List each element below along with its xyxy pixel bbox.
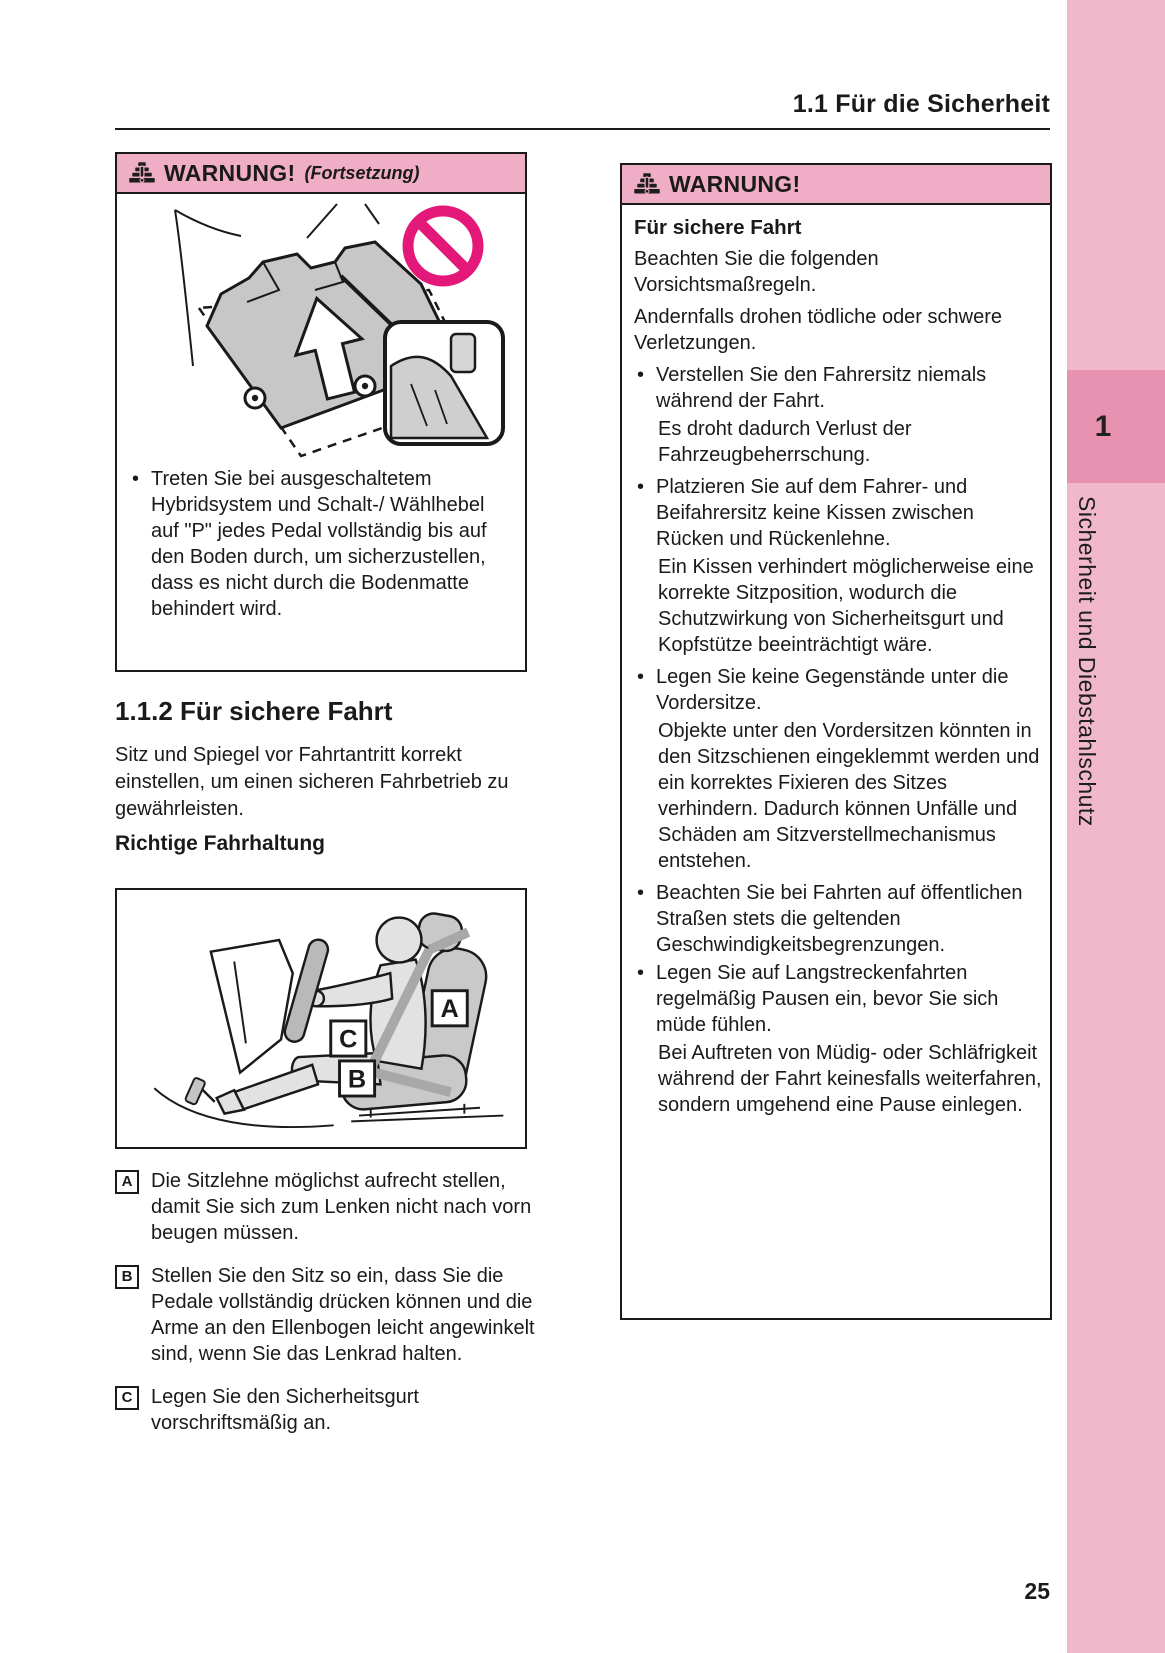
driving-posture-figure: A C B (115, 888, 527, 1149)
bullet-marker: • (132, 468, 140, 490)
figure-label-a: A (441, 995, 459, 1023)
warning-title: WARNUNG! (669, 170, 801, 197)
bullet-text: Legen Sie auf Langstreckenfahrten regelm… (656, 962, 999, 1036)
posture-item: C Legen Sie den Sicherheitsgurt vorschrif… (115, 1384, 543, 1436)
warning-subheading: Für sichere Fahrt (634, 216, 802, 239)
posture-item-text: Legen Sie den Sicherheitsgurt vorschrift… (151, 1386, 419, 1434)
chapter-title-vertical: Sicherheit und Diebstahlschutz (1074, 496, 1100, 827)
bullet-text: Platzieren Sie auf dem Fahrer- und Beifa… (656, 476, 974, 550)
driving-posture-illustration: A C B (153, 912, 504, 1129)
warning-header: WARNUNG! (Fortsetzung) (117, 154, 525, 194)
page-header-title: 1.1 Für die Sicherheit (792, 90, 1050, 118)
warning-paragraph: Andernfalls drohen tödliche oder schwere… (634, 306, 1002, 354)
figure-label-c: C (339, 1025, 357, 1053)
bullet-text: Beachten Sie bei Fahrten auf öffentliche… (656, 882, 1023, 956)
warning-sub-paragraph: Bei Auftreten von Müdig- oder Schläfrigk… (658, 1042, 1042, 1116)
section-subheading: Richtige Fahrhaltung (115, 832, 325, 855)
chapter-sidebar-band (1067, 0, 1165, 1653)
posture-item-marker: C (115, 1386, 139, 1410)
prohibition-icon (402, 205, 484, 287)
bullet-text: Treten Sie bei ausgeschaltetem Hybridsys… (151, 468, 487, 620)
warning-triangle-icon (634, 172, 660, 194)
floor-mat-illustration (174, 203, 505, 458)
warning-title: WARNUNG! (164, 159, 296, 186)
posture-item-marker: A (115, 1170, 139, 1194)
warning-bullet-item: • Treten Sie bei ausgeschaltetem Hybrids… (129, 466, 515, 622)
bullet-text: Legen Sie keine Gegenstände unter die Vo… (656, 666, 1009, 714)
posture-list: A Die Sitzlehne möglichst aufrecht stelle… (115, 1168, 543, 1436)
chapter-number-tab: 1 (1067, 370, 1165, 483)
warning-sub-paragraph: Ein Kissen verhindert möglicherweise ein… (658, 556, 1034, 656)
warning-sub-paragraph: Objekte unter den Vordersitzen könnten i… (658, 720, 1040, 872)
warning-bullet-item: • Legen Sie auf Langstreckenfahrten regel… (634, 960, 1042, 1038)
bullet-text: Verstellen Sie den Fahrersitz niemals wä… (656, 364, 987, 412)
warning-bullet-item: • Verstellen Sie den Fahrersitz niemals w… (634, 362, 1042, 414)
posture-item: B Stellen Sie den Sitz so ein, dass Sie d… (115, 1263, 543, 1367)
bullet-marker: • (637, 962, 645, 984)
warning-bullet-item: • Platzieren Sie auf dem Fahrer- und Beif… (634, 474, 1042, 552)
warning-bullet-item: • Legen Sie keine Gegenstände unter die V… (634, 664, 1042, 716)
warning-header: WARNUNG! (622, 165, 1050, 205)
posture-item-text: Die Sitzlehne möglichst aufrecht stellen… (151, 1170, 532, 1244)
warning-body: • Treten Sie bei ausgeschaltetem Hybrids… (117, 194, 525, 632)
section-heading: 1.1.2 Für sichere Fahrt (115, 696, 393, 726)
bullet-marker: • (637, 666, 645, 688)
page-number: 25 (1024, 1578, 1050, 1604)
warning-paragraph: Beachten Sie die folgenden Vorsichtsmaßr… (634, 248, 879, 296)
header-divider (115, 128, 1050, 130)
warning-sub-paragraph: Es droht dadurch Verlust der Fahrzeugbeh… (658, 418, 912, 466)
warning-bullet-item: • Beachten Sie bei Fahrten auf öffentlich… (634, 880, 1042, 958)
bullet-marker: • (637, 882, 645, 904)
warning-continuation-label: (Fortsetzung) (304, 162, 420, 183)
posture-item-marker: B (115, 1265, 139, 1289)
figure-label-b: B (348, 1065, 366, 1093)
section-intro-paragraph: Sitz und Spiegel vor Fahrtantritt korrek… (115, 744, 509, 820)
posture-item-text: Stellen Sie den Sitz so ein, dass Sie di… (151, 1265, 535, 1365)
bullet-marker: • (637, 476, 645, 498)
bullet-marker: • (637, 364, 645, 386)
warning-triangle-icon (129, 161, 155, 183)
warning-box-continuation: WARNUNG! (Fortsetzung) (115, 152, 527, 672)
posture-item: A Die Sitzlehne möglichst aufrecht stelle… (115, 1168, 543, 1246)
